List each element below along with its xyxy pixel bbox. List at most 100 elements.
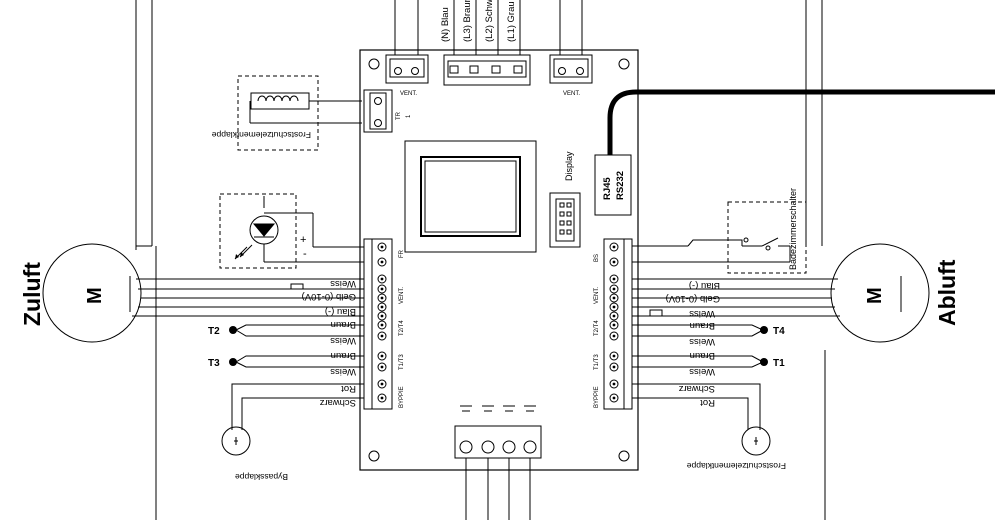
terminal-pin xyxy=(377,242,387,252)
terminal-pin xyxy=(609,242,619,252)
right-motor-label: Abluft xyxy=(934,259,960,326)
terminal-pin-dot xyxy=(380,305,384,309)
terminal-pin-dot xyxy=(612,323,616,327)
terminal-pin xyxy=(609,293,619,303)
terminal-pin-dot xyxy=(380,245,384,249)
terminal-pin xyxy=(377,293,387,303)
left-wire-label: Blau (-) xyxy=(325,306,356,317)
rs232-cable xyxy=(607,89,995,157)
terminal-pin-dot xyxy=(380,314,384,318)
tr-number: 1 xyxy=(406,114,412,118)
terminal-pin xyxy=(377,302,387,312)
terminal-pin-dot xyxy=(612,287,616,291)
right-terminal-pins xyxy=(609,242,619,403)
mount-hole xyxy=(618,450,630,462)
left-terminal-strip xyxy=(363,238,393,410)
left-motor-wires xyxy=(132,278,364,317)
frost-heater-label: Frostschutzelementklappe xyxy=(212,130,311,140)
display-screen xyxy=(420,156,521,237)
right-terminal-strip xyxy=(603,238,633,410)
terminal-pin xyxy=(609,362,619,372)
sensor-t2-label: T2 xyxy=(208,326,220,337)
terminal-pin-dot xyxy=(612,334,616,338)
left-sensor-wires xyxy=(231,324,364,430)
plus-sign: + xyxy=(300,234,306,246)
top-wires xyxy=(394,0,583,55)
right-terminal-label: BS xyxy=(594,254,600,262)
right-wire-label: Schwarz xyxy=(678,383,715,394)
sensor-t3-icon xyxy=(229,358,237,366)
rj45-label: RJ45 xyxy=(602,177,613,200)
right-terminal-label: BYPPIE xyxy=(594,386,600,408)
left-motor-label: Zuluft xyxy=(19,262,45,326)
terminal-pin-dot xyxy=(380,323,384,327)
right-wire-label: Weiss xyxy=(689,336,715,347)
left-wire-label: Weiss xyxy=(330,278,356,289)
mount-hole xyxy=(368,450,380,462)
sensor-t1-label: T1 xyxy=(773,358,785,369)
terminal-pin-dot xyxy=(612,296,616,300)
terminal-pin xyxy=(377,284,387,294)
right-motor xyxy=(830,243,930,343)
vent-connector-left xyxy=(385,54,429,84)
right-terminal-label: VENT. xyxy=(594,287,600,304)
sensor-t1-icon xyxy=(760,358,768,366)
display-module xyxy=(404,140,537,253)
rj45-connector xyxy=(594,154,632,216)
terminal-pin xyxy=(609,274,619,284)
right-wire-label: Weiss xyxy=(689,366,715,377)
terminal-pin xyxy=(609,379,619,389)
terminal-pin xyxy=(609,311,619,321)
left-terminal-label: T2/T4 xyxy=(399,320,405,336)
left-terminal-label: T1/T3 xyxy=(399,354,405,370)
bottom-connector xyxy=(454,425,542,520)
right-sensor-wires xyxy=(632,324,764,430)
sensor-t3-label: T3 xyxy=(208,358,220,369)
heater-coil-icon xyxy=(249,92,362,124)
mount-hole xyxy=(368,58,380,70)
terminal-pin xyxy=(609,320,619,330)
terminal-pin-dot xyxy=(380,382,384,386)
right-wire-label: Weiss xyxy=(689,308,715,319)
frame-lines xyxy=(135,0,826,520)
tr-connector xyxy=(363,89,393,133)
power-connector xyxy=(443,54,531,86)
left-wire-label: Gelb (0-10V) xyxy=(302,291,356,302)
vent-connector-right xyxy=(549,54,593,84)
vent-label-right: VENT. xyxy=(563,91,580,97)
terminal-pin xyxy=(377,257,387,267)
frost-sensor-box xyxy=(219,193,297,269)
terminal-pin-dot xyxy=(612,314,616,318)
minus-sign: - xyxy=(303,248,307,260)
left-wire-label: Rot xyxy=(341,383,356,394)
terminal-pin xyxy=(609,257,619,267)
terminal-pin-dot xyxy=(612,245,616,249)
diode-icon xyxy=(234,196,279,262)
terminal-pin-dot xyxy=(612,305,616,309)
display-label: Display xyxy=(564,151,574,181)
terminal-pin-dot xyxy=(612,277,616,281)
controller-board xyxy=(359,49,639,471)
terminal-pin xyxy=(377,274,387,284)
terminal-pin-dot xyxy=(380,396,384,400)
left-wire-label: Weiss xyxy=(330,335,356,346)
frost-valve-right-label: Frostschutzelementklappe xyxy=(687,461,786,471)
terminal-pin-dot xyxy=(612,260,616,264)
terminal-pin xyxy=(377,351,387,361)
terminal-pin-dot xyxy=(380,260,384,264)
bathroom-switch-box xyxy=(727,201,807,274)
right-wire-label: Blau (-) xyxy=(689,280,720,291)
terminal-pin xyxy=(377,379,387,389)
left-wire-label: Braun xyxy=(331,319,356,330)
terminal-pin xyxy=(609,393,619,403)
top-wire-label: (L3) Braun xyxy=(462,0,473,42)
right-terminal-label: T2/T4 xyxy=(594,320,600,336)
terminal-pin-dot xyxy=(612,365,616,369)
right-wire-label: Braun xyxy=(690,350,715,361)
terminal-pin xyxy=(609,331,619,341)
left-terminal-label: BYPPIE xyxy=(399,386,405,408)
terminal-pin-dot xyxy=(612,354,616,358)
left-motor xyxy=(42,243,142,343)
right-wire-label: Gelb (0-10V) xyxy=(666,293,720,304)
left-terminal-label: FR xyxy=(399,249,405,258)
